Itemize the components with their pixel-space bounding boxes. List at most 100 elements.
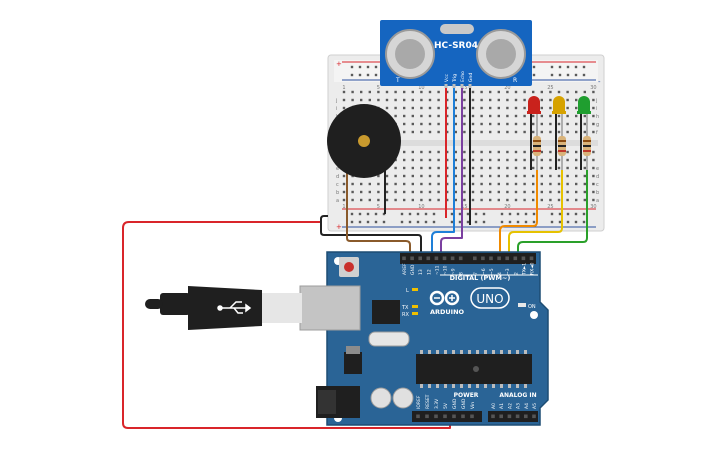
breadboard-hole [549,106,552,110]
breadboard-hole [411,174,414,178]
rail-hole [508,212,512,216]
breadboard-hole [428,106,432,110]
wire-led-yellow[interactable] [508,170,563,258]
breadboard-hole [385,174,389,178]
usb-port [299,285,361,331]
rail-hole [466,220,470,224]
l-led [412,288,418,291]
breadboard-hole [463,174,466,178]
breadboard-hole [385,182,389,186]
rail-hole [532,220,536,224]
breadboard-hole [497,122,500,126]
wire-buzzer-brown[interactable] [346,214,411,258]
breadboard-hole [471,122,475,126]
breadboard-hole [532,198,535,202]
rail-hole [432,220,436,224]
led-rim [577,111,591,114]
breadboard-hole [446,174,449,178]
breadboard-hole [497,182,500,186]
rail-hole [566,73,570,77]
breadboard-hole [342,106,346,110]
breadboard-hole [514,114,518,118]
sensor-receiver-mesh [486,39,516,69]
wire-5v-red[interactable] [122,221,451,429]
column-number: 5 [377,85,380,91]
breadboard-hole [471,90,475,94]
chip-pin [436,350,439,354]
rail-hole [582,73,586,77]
breadboard-hole [549,130,552,134]
power-pin-label: IOREF [416,395,422,409]
breadboard-hole [360,190,363,194]
wire-led-green[interactable] [517,170,588,258]
rail-hole [566,220,570,224]
breadboard-hole [446,198,449,202]
breadboard-hole [454,122,457,126]
breadboard-hole [549,190,552,194]
breadboard-hole [592,150,595,154]
chip-pin [444,384,447,388]
breadboard-hole [583,166,586,170]
breadboard-hole [540,98,543,102]
sensor-pin-label: Vcc [444,73,450,82]
column-number: 10 [418,85,424,91]
breadboard-hole [549,198,552,202]
breadboard-hole [377,98,380,102]
breadboard-hole [471,174,475,178]
row-letter: b [596,190,599,196]
led-group[interactable] [527,96,591,170]
rail-hole [466,212,470,216]
breadboard-hole [394,114,397,118]
breadboard-hole [497,114,500,118]
breadboard-hole [506,114,509,118]
rail-hole [366,220,370,224]
breadboard-hole [506,190,509,194]
breadboard-hole [532,130,535,134]
column-number: 15 [461,204,467,210]
piezo-buzzer[interactable] [327,104,401,214]
breadboard-hole [532,166,535,170]
wire-echo-purple[interactable] [440,232,463,258]
breadboard-hole [411,190,414,194]
reset-button-cap[interactable] [344,262,354,272]
wire-led-red-orange[interactable] [499,170,538,258]
resistor-band [558,140,566,142]
breadboard-hole [557,130,561,134]
rail-hole [350,65,354,69]
usb-plug-metal [262,293,302,323]
breadboard-hole [420,106,423,110]
led-rim [552,111,566,114]
chip-pin [516,384,519,388]
rail-hole [582,65,586,69]
breadboard-hole [575,98,578,102]
digital-pin-hole [521,256,526,261]
wire-gnd-black[interactable] [320,215,422,258]
rail-plus-label-top: + [336,60,342,68]
breadboard-hole [566,106,569,110]
breadboard-hole [403,114,406,118]
breadboard-hole [540,198,543,202]
breadboard-hole [575,130,578,134]
power-pin-label: 5V [443,402,449,409]
breadboard-hole [489,90,492,94]
wire-trig-blue[interactable] [431,228,455,258]
breadboard-hole [471,106,475,110]
chip-pin [492,350,495,354]
breadboard-hole [523,198,526,202]
row-letter: j [595,98,597,104]
breadboard-hole [454,166,457,170]
breadboard-hole [437,106,440,110]
row-letter: c [336,182,339,188]
digital-pin-label: ~5 [489,268,495,275]
row-letter: c [596,182,599,188]
digital-pin-label: ~11 [434,265,440,275]
breadboard-hole [540,174,543,178]
row-letter: i [336,106,337,112]
breadboard-hole [514,198,518,202]
digital-pin-hole [473,256,477,261]
row-letter: h [596,114,599,120]
